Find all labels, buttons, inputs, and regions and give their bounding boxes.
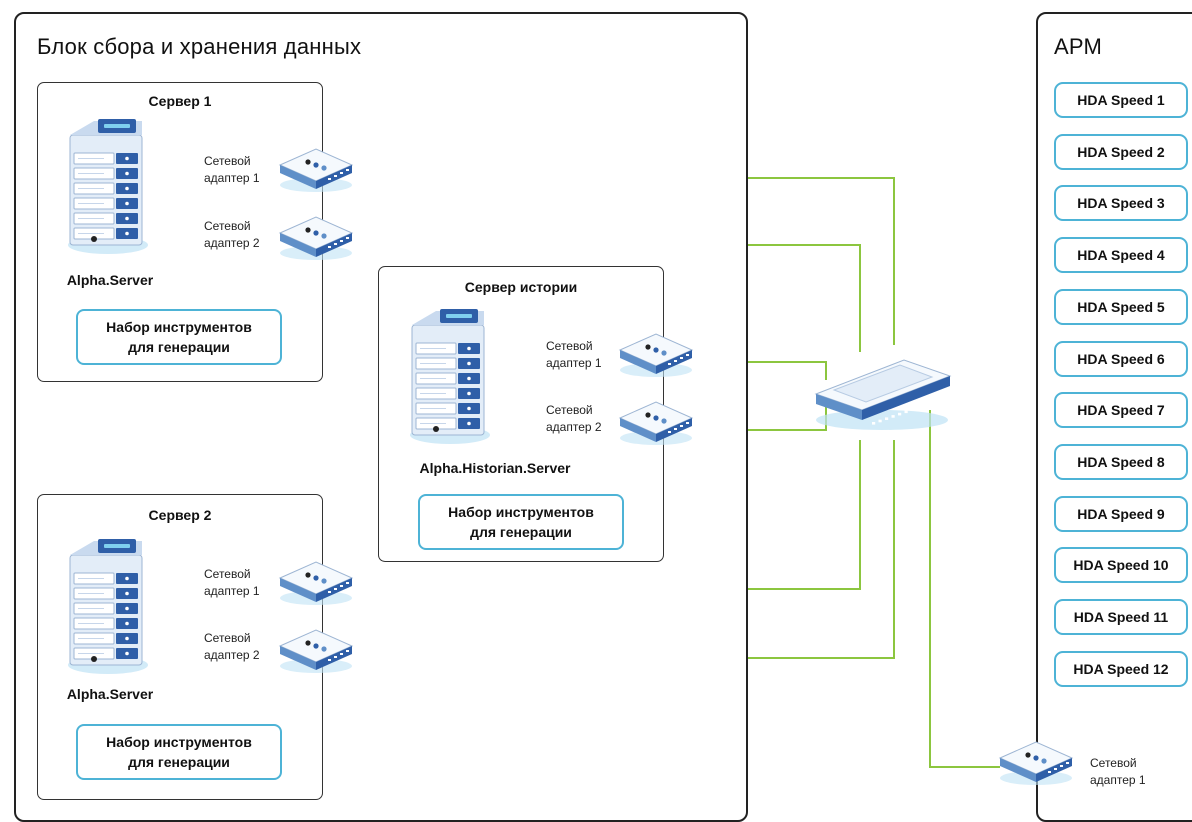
history-server-rack-icon	[406, 305, 496, 445]
server1-adapter1-icon	[276, 145, 356, 193]
arm-adapter1-label: Сетевой адаптер 1	[1090, 756, 1146, 787]
history-server-title: Сервер истории	[464, 279, 578, 295]
server2-toolkit: Набор инструментов для генерации	[76, 724, 282, 780]
hda-client-item: HDA Speed 8	[1054, 443, 1188, 480]
link-switch-arm-adapter	[929, 410, 1000, 768]
server2-adapter1-label: Сетевой адаптер 1	[204, 567, 260, 598]
server1-rack-icon	[64, 115, 154, 255]
server1-title: Сервер 1	[148, 93, 212, 109]
hda-client-item: HDA Speed 3	[1054, 185, 1188, 222]
server2-adapter1-icon	[276, 558, 356, 606]
server1-label: Alpha.Server	[66, 272, 154, 288]
history-server-label: Alpha.Historian.Server	[419, 460, 571, 476]
hda-client-item: HDA Speed 1	[1054, 82, 1188, 118]
hda-client-item: HDA Speed 9	[1054, 495, 1188, 532]
history-server-adapter2-icon	[616, 398, 696, 446]
server2-title: Сервер 2	[148, 507, 212, 523]
server2-label: Alpha.Server	[66, 686, 154, 702]
history-server-adapter1-label: Сетевой адаптер 1	[546, 339, 602, 370]
hda-client-item: HDA Speed 7	[1054, 392, 1188, 429]
hda-client-item: HDA Speed 5	[1054, 288, 1188, 325]
data-block-title: Блок сбора и хранения данных	[37, 34, 362, 59]
server2-adapter2-label: Сетевой адаптер 2	[204, 631, 260, 662]
arm-adapter1-icon	[996, 738, 1076, 786]
hda-client-item: HDA Speed 12	[1054, 650, 1188, 687]
hda-client-item: HDA Speed 11	[1054, 599, 1188, 635]
server1-adapter2-icon	[276, 213, 356, 261]
network-switch-icon	[812, 350, 952, 430]
history-server-toolkit: Набор инструментов для генерации	[418, 494, 624, 550]
server1-adapter2-label: Сетевой адаптер 2	[204, 219, 260, 250]
server2-adapter2-icon	[276, 626, 356, 674]
server2-rack-icon	[64, 535, 154, 675]
hda-client-item: HDA Speed 2	[1054, 133, 1188, 170]
hda-client-item: HDA Speed 10	[1054, 547, 1188, 584]
hda-client-item: HDA Speed 6	[1054, 340, 1188, 377]
server1-adapter1-label: Сетевой адаптер 1	[204, 154, 260, 185]
history-server-adapter2-label: Сетевой адаптер 2	[546, 403, 602, 434]
hda-client-item: HDA Speed 4	[1054, 237, 1188, 274]
arm-title: АРМ	[1054, 34, 1103, 59]
server1-toolkit: Набор инструментов для генерации	[76, 309, 282, 365]
history-server-adapter1-icon	[616, 330, 696, 378]
